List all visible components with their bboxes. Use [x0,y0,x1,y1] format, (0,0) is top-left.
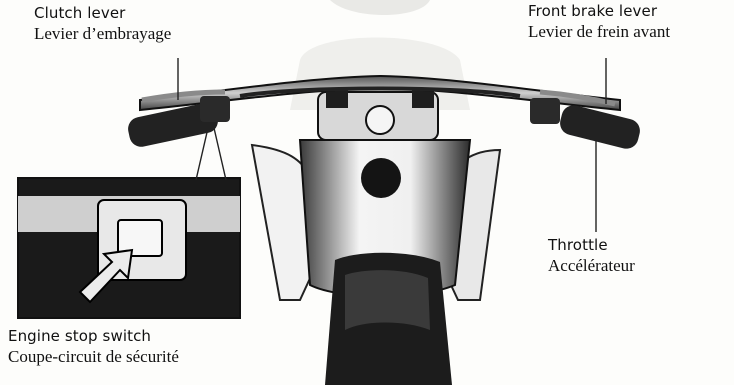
throttle-label-fr: Accélérateur [548,255,635,276]
front-brake-lever-label-fr: Levier de frein avant [528,21,670,42]
front-brake-lever-label-en: Front brake lever [528,2,670,21]
clutch-lever-label: Clutch lever Levier d’embrayage [34,4,171,44]
engine-stop-switch-label-fr: Coupe-circuit de sécurité [8,346,179,367]
engine-stop-switch-label: Engine stop switch Coupe-circuit de sécu… [8,327,179,367]
clutch-perch [200,96,230,122]
clutch-lever-label-en: Clutch lever [34,4,171,23]
ignition-lock [366,106,394,134]
brake-perch [530,98,560,124]
engine-stop-switch-label-en: Engine stop switch [8,327,179,346]
throttle-label: Throttle Accélérateur [548,236,635,276]
leader-inset [196,128,208,180]
front-brake-lever-label: Front brake lever Levier de frein avant [528,2,670,42]
leader-inset-2 [214,128,226,180]
throttle-label-en: Throttle [548,236,635,255]
plate-highlight [345,270,430,330]
right-grip [558,103,643,151]
rider-shadow [330,0,430,15]
clutch-lever-label-fr: Levier d’embrayage [34,23,171,44]
steering-nut [361,158,401,198]
